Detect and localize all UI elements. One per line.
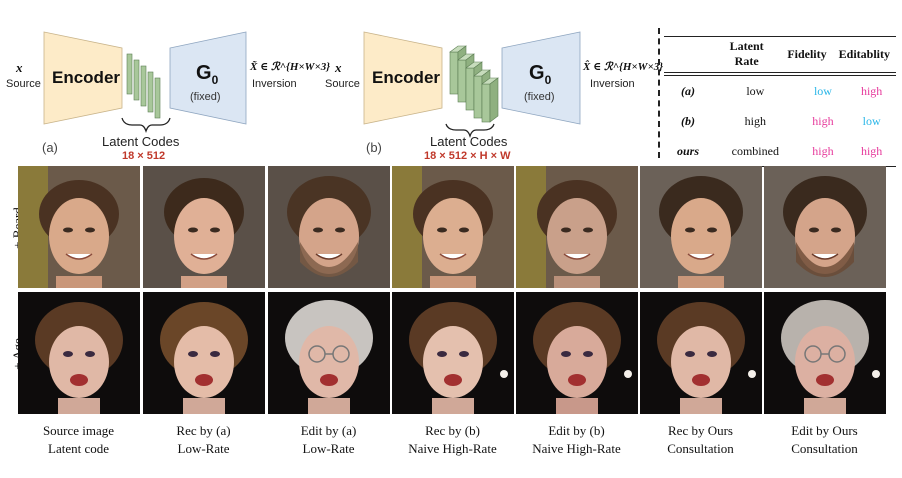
dims-label-a: 18 × 512 bbox=[122, 150, 166, 162]
panel-label-b: (b) bbox=[366, 140, 382, 155]
editability-cell: high bbox=[860, 83, 883, 98]
table-header bbox=[664, 37, 712, 71]
face-image bbox=[764, 166, 886, 288]
table-row: ours combined high high bbox=[664, 136, 896, 166]
table-row: (b) high high low bbox=[664, 106, 896, 136]
encoder-trapezoid-b bbox=[363, 31, 443, 125]
source-label-b: Source bbox=[325, 78, 360, 90]
diagram-a-shapes bbox=[43, 31, 247, 134]
face-image bbox=[640, 292, 762, 414]
face-image bbox=[18, 292, 140, 414]
editability-cell: high bbox=[860, 143, 883, 158]
panel-label-a: (a) bbox=[42, 140, 58, 155]
diagram-b-shapes bbox=[363, 31, 581, 139]
encoder-label-a: Encoder bbox=[52, 68, 121, 87]
fidelity-cell: low bbox=[813, 83, 832, 98]
inversion-label-a: Inversion bbox=[252, 78, 297, 90]
latent-rate-cell: combined bbox=[731, 143, 779, 158]
face-image bbox=[143, 292, 265, 414]
caption: Edit by (b)Naive High-Rate bbox=[532, 423, 621, 456]
caption: Edit by (a)Low-Rate bbox=[300, 423, 357, 456]
table-row: (a) low low high bbox=[664, 76, 896, 106]
table-header: Latent Rate bbox=[729, 39, 764, 68]
dashed-divider bbox=[658, 28, 660, 158]
comparison-table: Latent Rate Fidelity Editablity (a) low … bbox=[664, 36, 896, 167]
fixed-label-b: (fixed) bbox=[524, 91, 555, 103]
face-image bbox=[143, 166, 265, 288]
table-header-row: Latent Rate Fidelity Editablity bbox=[664, 37, 896, 71]
editability-cell: low bbox=[862, 113, 881, 128]
row-label: ours bbox=[676, 143, 699, 158]
latent-brace-a bbox=[121, 117, 171, 134]
face-image bbox=[764, 292, 886, 414]
fixed-label-a: (fixed) bbox=[190, 91, 221, 103]
inversion-label-b: Inversion bbox=[590, 78, 635, 90]
latent-brace-b bbox=[445, 123, 495, 139]
face-image bbox=[516, 166, 638, 288]
generator-label-a: G0 bbox=[196, 62, 219, 87]
dims-label-b: 18 × 512 × H × W bbox=[424, 150, 511, 162]
xhat-label-b: X̂ ∈ ℛ^{H×W×3} bbox=[583, 61, 664, 73]
generator-label-b: G0 bbox=[529, 62, 552, 87]
xhat-label-a: X̃ ∈ ℛ^{H×W×3} bbox=[250, 61, 331, 73]
generator-trapezoid-b bbox=[501, 31, 581, 125]
fidelity-cell: high bbox=[812, 143, 834, 158]
face-image bbox=[18, 166, 140, 288]
latent-label-b: Latent Codes bbox=[430, 134, 508, 149]
face-image bbox=[640, 166, 762, 288]
face-image bbox=[392, 292, 514, 414]
row-label: (b) bbox=[681, 113, 695, 128]
face-image bbox=[516, 292, 638, 414]
source-label-a: Source bbox=[6, 78, 41, 90]
face-image bbox=[268, 292, 390, 414]
row-label: (a) bbox=[681, 83, 695, 98]
x-symbol-b: x bbox=[335, 60, 342, 75]
x-symbol-a: x bbox=[16, 60, 23, 75]
latent-rate-cell: high bbox=[744, 113, 766, 128]
caption: Rec by (b)Naive High-Rate bbox=[408, 423, 497, 456]
face-image bbox=[392, 166, 514, 288]
fidelity-cell: high bbox=[812, 113, 834, 128]
latent-blocks-b bbox=[449, 45, 499, 123]
latent-rate-cell: low bbox=[746, 83, 765, 98]
table-header: Editablity bbox=[838, 46, 890, 61]
face-image bbox=[268, 166, 390, 288]
caption: Rec by (a)Low-Rate bbox=[176, 423, 231, 456]
latent-label-a: Latent Codes bbox=[102, 134, 180, 149]
table-header: Fidelity bbox=[787, 46, 827, 61]
encoder-label-b: Encoder bbox=[372, 68, 441, 87]
latent-bars-a bbox=[126, 53, 161, 119]
encoder-trapezoid-a bbox=[43, 31, 123, 125]
generator-trapezoid-a bbox=[169, 31, 247, 125]
